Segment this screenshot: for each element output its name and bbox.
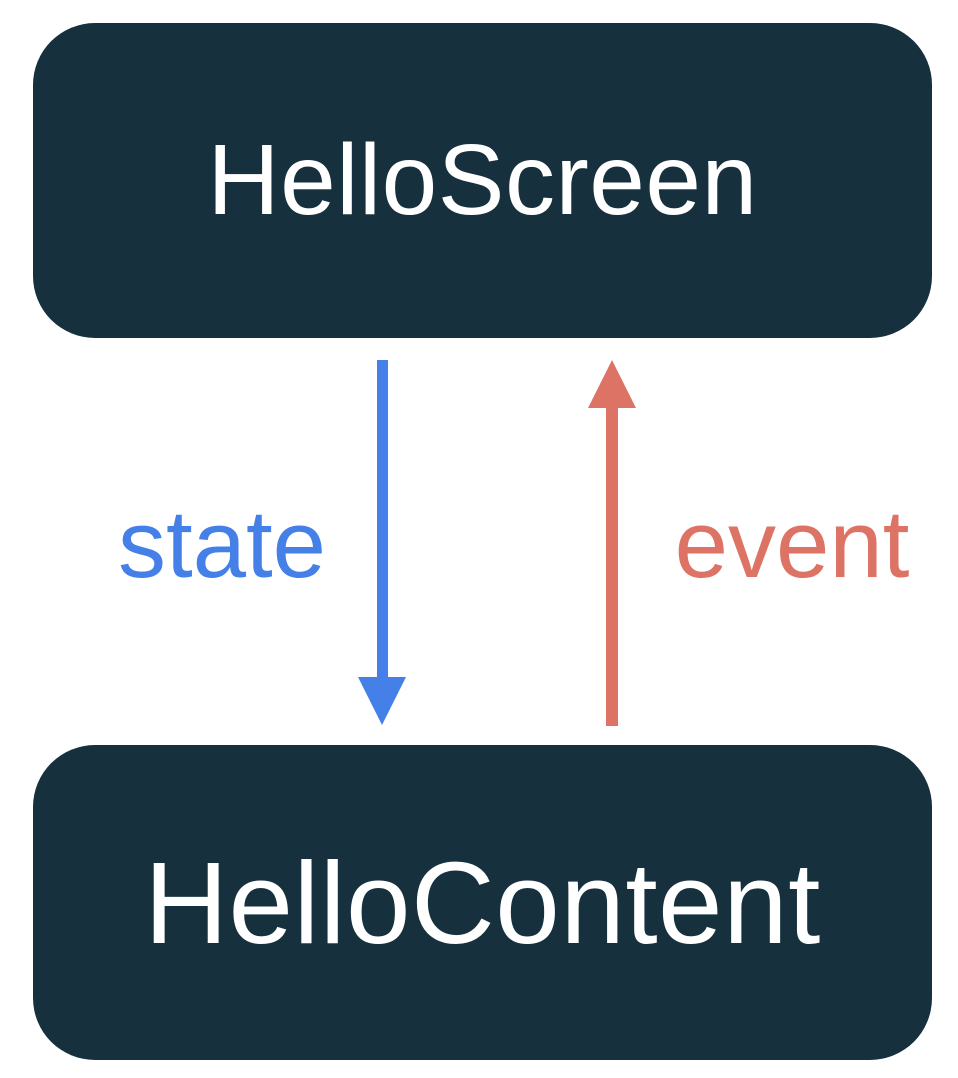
event-arrow-up-icon	[588, 360, 636, 408]
state-arrow-label: state	[117, 491, 327, 598]
event-arrow-shaft	[606, 404, 618, 726]
node-hellocontent: HelloContent	[33, 745, 932, 1060]
node-hellocontent-label: HelloContent	[144, 837, 821, 968]
node-helloscreen: HelloScreen	[33, 23, 932, 338]
state-arrow-down-icon	[358, 677, 406, 725]
state-arrow-shaft	[377, 360, 388, 682]
node-helloscreen-label: HelloScreen	[207, 124, 758, 236]
event-arrow-label: event	[674, 491, 910, 598]
